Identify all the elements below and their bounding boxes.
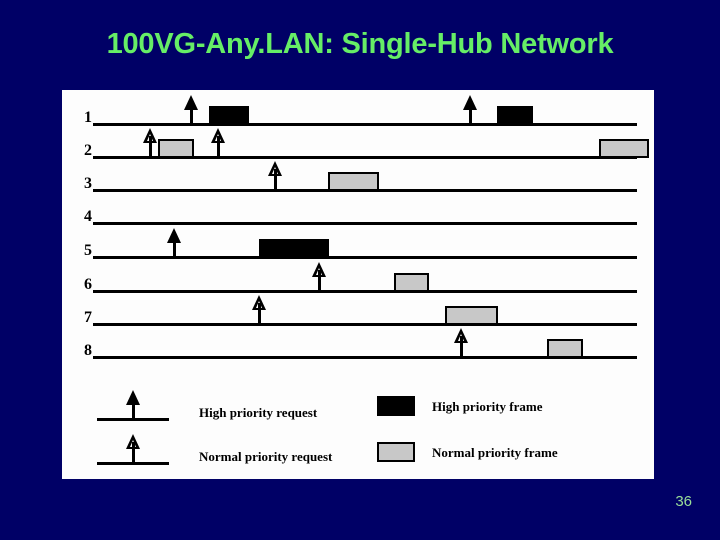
arrow-shaft — [149, 136, 152, 158]
normal-priority-request-arrow-icon — [454, 328, 468, 358]
row-timeline-line — [93, 222, 637, 225]
arrow-shaft — [190, 103, 193, 125]
page-title: 100VG-Any.LAN: Single-Hub Network — [106, 28, 614, 60]
arrow-shaft — [217, 136, 220, 158]
row-timeline-line — [93, 323, 637, 326]
normal-priority-request-arrow-icon — [211, 128, 225, 158]
normal-priority-frame-block — [445, 306, 498, 325]
normal-priority-frame-block — [394, 273, 429, 292]
high-priority-frame-block — [209, 106, 249, 125]
normal-priority-request-arrow-icon — [252, 295, 266, 325]
row-label-6: 6 — [84, 276, 92, 293]
arrow-head — [184, 95, 198, 110]
high-priority-request-arrow-icon — [126, 390, 140, 420]
arrow-shaft — [173, 236, 176, 258]
row-label-1: 1 — [84, 109, 92, 126]
arrow-shaft — [469, 103, 472, 125]
row-timeline-line — [93, 256, 637, 259]
arrow-shaft — [274, 169, 277, 191]
arrow-head — [463, 95, 477, 110]
arrow-head — [126, 390, 140, 405]
normal-priority-request-arrow-icon — [143, 128, 157, 158]
normal-priority-frame-block — [547, 339, 583, 358]
normal-priority-request-arrow-icon — [268, 161, 282, 191]
high-priority-request-arrow-icon — [184, 95, 198, 125]
row-timeline-line — [93, 356, 637, 359]
arrow-shaft — [318, 270, 321, 292]
row-label-7: 7 — [84, 309, 92, 326]
arrow-shaft — [132, 442, 135, 464]
high-priority-request-arrow-icon — [463, 95, 477, 125]
legend-label: High priority frame — [432, 399, 543, 414]
normal-priority-request-arrow-icon — [126, 434, 140, 464]
row-timeline-line — [93, 290, 637, 293]
row-timeline-line — [93, 123, 637, 126]
row-timeline-line — [93, 156, 637, 159]
high-priority-request-arrow-icon — [167, 228, 181, 258]
legend-label: High priority request — [199, 405, 318, 420]
arrow-shaft — [132, 398, 135, 420]
high-priority-frame-block — [497, 106, 533, 125]
row-label-3: 3 — [84, 175, 92, 192]
legend-high-priority-frame-swatch — [377, 396, 415, 416]
page-number: 36 — [675, 493, 692, 510]
legend-label: Normal priority frame — [432, 445, 558, 460]
row-label-4: 4 — [84, 208, 92, 225]
arrow-head — [167, 228, 181, 243]
legend-label: Normal priority request — [199, 449, 333, 464]
normal-priority-frame-block — [158, 139, 194, 158]
legend-normal-priority-frame-swatch — [377, 442, 415, 462]
normal-priority-frame-block — [328, 172, 379, 191]
arrow-shaft — [258, 303, 261, 325]
arrow-shaft — [460, 336, 463, 358]
row-label-8: 8 — [84, 342, 92, 359]
normal-priority-request-arrow-icon — [312, 262, 326, 292]
row-label-5: 5 — [84, 242, 92, 259]
row-label-2: 2 — [84, 142, 92, 159]
normal-priority-frame-block — [599, 139, 649, 158]
high-priority-frame-block — [259, 239, 329, 258]
